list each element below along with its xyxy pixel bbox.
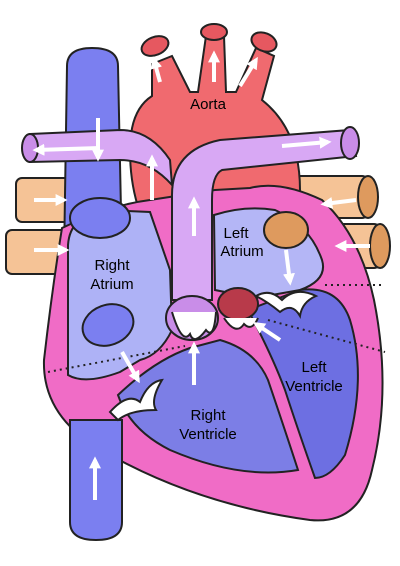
aortic-valve (217, 287, 259, 330)
left-ventricle-label-line2: Ventricle (285, 378, 343, 395)
left-atrium-label-line1: Left (223, 225, 249, 242)
aorta-label: Aorta (190, 96, 227, 113)
left-atrium-label-line2: Atrium (220, 243, 263, 260)
right-ventricle-label-line1: Right (190, 407, 226, 424)
right-ventricle-label-line2: Ventricle (179, 426, 237, 443)
right-atrium-label-line2: Atrium (90, 276, 133, 293)
right-ventricle (116, 338, 300, 474)
tricuspid-valve (108, 378, 164, 422)
right-atrium (67, 197, 174, 381)
flow-arrows (32, 50, 370, 500)
mitral-valve (253, 290, 319, 320)
section-lines (47, 284, 386, 373)
left-ventricle-label-line1: Left (301, 359, 327, 376)
left-atrium (212, 207, 324, 300)
right-atrium-label-line1: Right (94, 257, 130, 274)
pulmonary-valve (165, 295, 219, 341)
